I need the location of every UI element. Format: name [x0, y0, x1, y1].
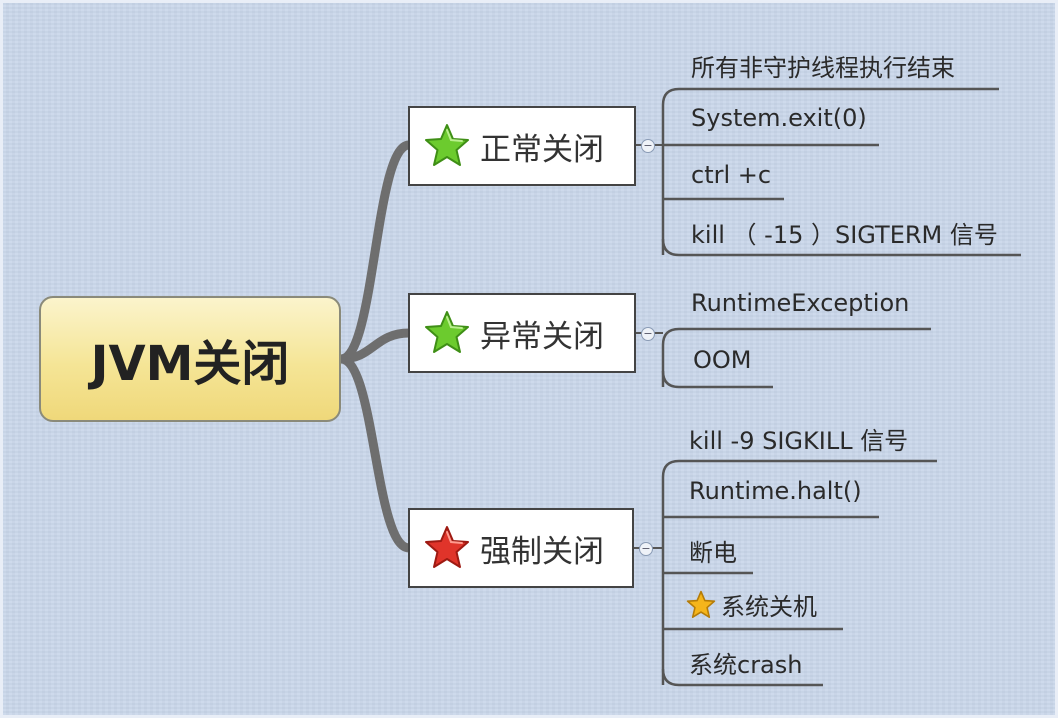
star-icon [425, 311, 469, 353]
branch-label: 异常关闭 [480, 318, 604, 355]
leaf-node[interactable]: 系统关机 [685, 587, 817, 622]
branch-label: 强制关闭 [480, 533, 604, 570]
star-icon [425, 526, 469, 568]
leaf-label: 所有非守护线程执行结束 [691, 54, 955, 82]
collapse-toggle[interactable]: − [641, 139, 655, 153]
leaf-label: 系统关机 [721, 593, 817, 621]
collapse-toggle[interactable]: − [639, 542, 653, 556]
leaf-node[interactable]: System.exit(0) [691, 104, 867, 132]
connector-lines [336, 87, 1021, 687]
leaf-node[interactable]: 系统crash [689, 645, 802, 680]
star-icon [686, 590, 716, 618]
minus-icon: − [641, 542, 651, 555]
leaf-label: RuntimeException [691, 289, 910, 317]
minus-icon: − [643, 327, 653, 340]
branch-label: 正常关闭 [480, 131, 604, 168]
leaf-node[interactable]: ctrl +c [691, 161, 771, 189]
branch-node-normal-shutdown[interactable]: 正常关闭 [408, 106, 636, 186]
leaf-node[interactable]: OOM [693, 346, 752, 374]
leaf-label: System.exit(0) [691, 104, 867, 132]
leaf-node[interactable]: 所有非守护线程执行结束 [691, 48, 955, 83]
collapse-toggle[interactable]: − [641, 327, 655, 341]
minus-icon: − [643, 139, 653, 152]
branch-node-forced-shutdown[interactable]: 强制关闭 [408, 508, 634, 588]
leaf-label: OOM [693, 346, 752, 374]
leaf-node[interactable]: kill （ -15 ）SIGTERM 信号 [691, 215, 998, 250]
leaf-label: 断电 [689, 539, 737, 567]
root-node[interactable]: JVM关闭 [39, 296, 341, 422]
leaf-node[interactable]: 断电 [689, 533, 737, 568]
leaf-label: 系统crash [689, 651, 803, 679]
branch-node-abnormal-shutdown[interactable]: 异常关闭 [408, 293, 636, 373]
leaf-node[interactable]: kill -9 SIGKILL 信号 [689, 421, 908, 456]
leaf-node[interactable]: RuntimeException [691, 289, 909, 317]
leaf-label: ctrl +c [691, 161, 772, 189]
star-icon [425, 124, 469, 166]
leaf-label: kill （ -15 ）SIGTERM 信号 [691, 221, 998, 249]
leaf-label: kill -9 SIGKILL 信号 [689, 427, 909, 455]
leaf-label: Runtime.halt() [689, 477, 862, 505]
root-label: JVM关闭 [90, 336, 290, 392]
leaf-node[interactable]: Runtime.halt() [689, 477, 862, 505]
